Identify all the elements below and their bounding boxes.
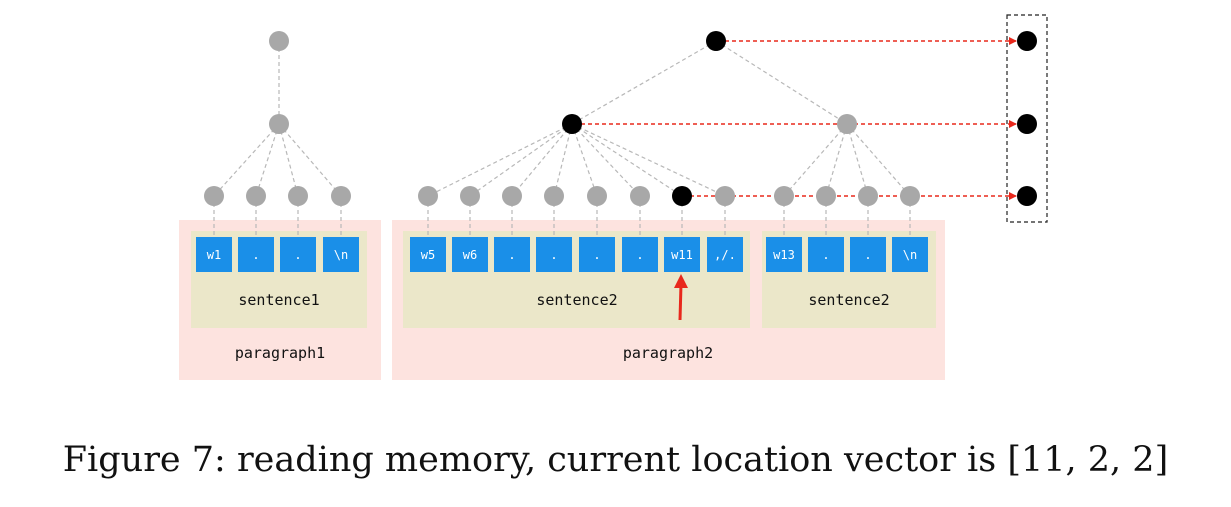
token-label: . <box>252 248 259 262</box>
tree-node <box>544 186 564 206</box>
tree-node <box>204 186 224 206</box>
tree-edge <box>715 40 848 125</box>
tree-node <box>900 186 920 206</box>
token-box: . <box>280 237 316 272</box>
tree-edge <box>278 123 342 197</box>
tree-edge <box>511 123 573 197</box>
token-box: . <box>622 237 658 272</box>
tree-edge <box>571 123 726 197</box>
tree-node <box>837 114 857 134</box>
tree-node <box>331 186 351 206</box>
location-vector-node <box>1017 186 1037 206</box>
token-box: w1 <box>196 237 232 272</box>
tree-node <box>587 186 607 206</box>
token-label: . <box>636 248 643 262</box>
token-box: . <box>579 237 615 272</box>
token-box: . <box>850 237 886 272</box>
tree-node <box>715 186 735 206</box>
tree-node <box>418 186 438 206</box>
tree-node <box>858 186 878 206</box>
location-vector-node <box>1017 114 1037 134</box>
token-label: . <box>593 248 600 262</box>
token-label: . <box>550 248 557 262</box>
tree-node <box>269 31 289 51</box>
token-label: w1 <box>207 248 221 262</box>
token-label: . <box>864 248 871 262</box>
token-label: ,/. <box>714 248 736 262</box>
tree-node <box>246 186 266 206</box>
tree-edge <box>571 40 717 125</box>
tree-node <box>774 186 794 206</box>
tree-node-active <box>672 186 692 206</box>
token-label: \n <box>334 248 348 262</box>
tree-edge <box>571 123 683 197</box>
tree-node-active <box>706 31 726 51</box>
tree-edge <box>846 123 911 197</box>
tree-node <box>630 186 650 206</box>
memory-tree-diagram: w1 . . \n w5 w6 . . <box>179 14 1048 380</box>
token-box: w5 <box>410 237 446 272</box>
tree-edge <box>571 123 598 197</box>
tree-edge <box>553 123 573 197</box>
tree-edge <box>825 123 848 197</box>
sentence-label: sentence2 <box>808 291 889 309</box>
token-label: w5 <box>421 248 435 262</box>
token-label: . <box>822 248 829 262</box>
token-box-current: w11 <box>664 237 700 272</box>
token-box: w6 <box>452 237 488 272</box>
tree-node <box>502 186 522 206</box>
sentence-label: sentence2 <box>536 291 617 309</box>
token-label: w13 <box>773 248 795 262</box>
tree-edge <box>571 123 641 197</box>
tree-edge <box>213 123 280 197</box>
tree-node <box>460 186 480 206</box>
token-box: ,/. <box>707 237 743 272</box>
token-box: . <box>238 237 274 272</box>
token-box: . <box>808 237 844 272</box>
paragraph-label: paragraph1 <box>235 344 325 362</box>
token-label: \n <box>903 248 917 262</box>
tree-edge <box>278 123 299 197</box>
tree-node-active <box>562 114 582 134</box>
location-vector-node <box>1017 31 1037 51</box>
tree-edge <box>846 123 869 197</box>
token-box: \n <box>323 237 359 272</box>
token-box: . <box>494 237 530 272</box>
tree-edge <box>255 123 280 197</box>
tree-edge <box>427 123 573 197</box>
sentence-label: sentence1 <box>238 291 319 309</box>
token-box: w13 <box>766 237 802 272</box>
tree-edge <box>783 123 848 197</box>
token-label: w11 <box>671 248 693 262</box>
current-position-arrow-icon <box>674 274 688 321</box>
token-label: . <box>508 248 515 262</box>
tree-node <box>288 186 308 206</box>
token-label: . <box>294 248 301 262</box>
figure-caption: Figure 7: reading memory, current locati… <box>62 440 1169 480</box>
tree-node <box>269 114 289 134</box>
token-box: \n <box>892 237 928 272</box>
token-box: . <box>536 237 572 272</box>
token-label: w6 <box>463 248 477 262</box>
tree-node <box>816 186 836 206</box>
paragraph-label: paragraph2 <box>623 344 713 362</box>
location-vector-box <box>1006 14 1048 223</box>
